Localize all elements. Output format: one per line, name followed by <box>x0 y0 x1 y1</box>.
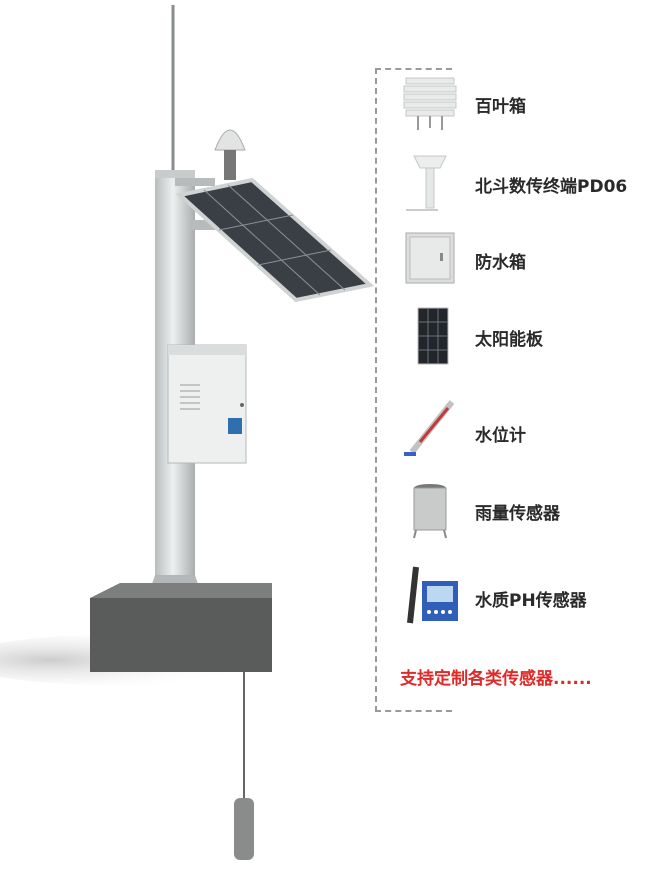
water-level-gauge-icon <box>404 400 455 456</box>
rain-gauge-icon <box>413 484 447 539</box>
solar-panel-item <box>398 304 462 368</box>
solar-panel-icon <box>417 307 449 365</box>
louver-box-item <box>398 72 462 136</box>
component-label: 水质PH传感器 <box>475 591 587 611</box>
component-label: 百叶箱 <box>475 97 526 117</box>
waterproof-box-item <box>398 227 462 291</box>
ph-sensor-icon <box>407 566 458 624</box>
ph-sensor-item <box>398 565 462 629</box>
beidou-terminal-item <box>398 150 462 214</box>
water-level-gauge-item <box>398 398 462 462</box>
waterproof-box-icon <box>405 232 455 284</box>
waterproof-box <box>167 344 247 464</box>
louver-box-icon <box>403 77 457 130</box>
component-label: 太阳能板 <box>475 330 543 350</box>
concrete-base <box>90 583 272 672</box>
beidou-antenna <box>214 129 246 180</box>
component-label: 北斗数传终端PD06 <box>475 177 628 197</box>
custom-sensors-note: 支持定制各类传感器...... <box>400 669 592 689</box>
solar-panel <box>175 177 375 303</box>
beidou-terminal-icon <box>406 155 447 211</box>
component-label: 雨量传感器 <box>475 504 560 524</box>
component-label: 水位计 <box>475 426 526 446</box>
rain-gauge-item <box>398 478 462 542</box>
component-label: 防水箱 <box>475 253 526 273</box>
water-level-probe <box>234 798 254 860</box>
component-list-bracket <box>375 68 452 712</box>
